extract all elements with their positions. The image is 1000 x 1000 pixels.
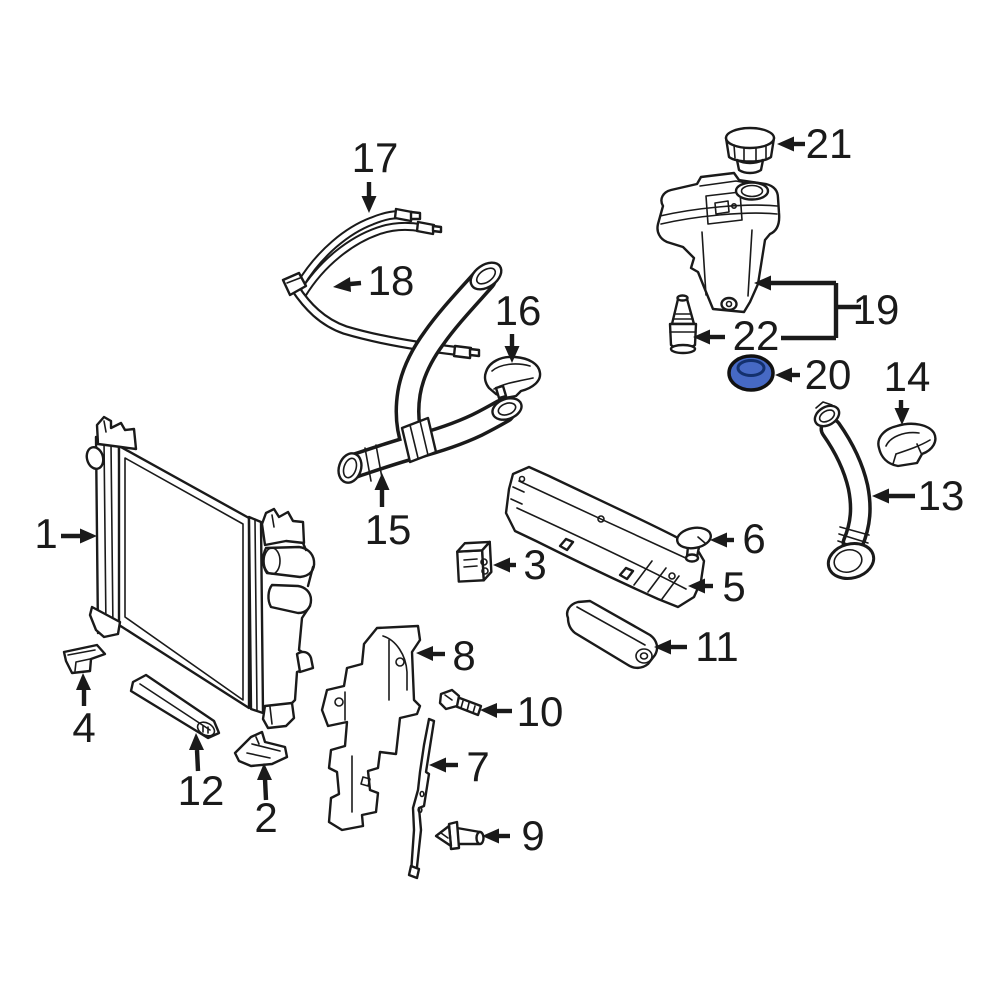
callout-10[interactable]: 10 bbox=[517, 688, 564, 735]
callout-1[interactable]: 1 bbox=[34, 510, 57, 557]
callout-18-arrow bbox=[333, 277, 362, 292]
callout-13-arrow bbox=[872, 488, 915, 504]
callout-9[interactable]: 9 bbox=[521, 812, 544, 859]
callout-6[interactable]: 6 bbox=[742, 515, 765, 562]
callout-11-arrow bbox=[654, 639, 687, 655]
callout-3-arrow bbox=[493, 557, 516, 573]
part-lower-seal bbox=[129, 673, 221, 740]
callout-21-arrow bbox=[777, 136, 805, 152]
callout-7[interactable]: 7 bbox=[466, 743, 489, 790]
callout-16[interactable]: 16 bbox=[495, 287, 542, 334]
callout-22[interactable]: 22 bbox=[733, 312, 780, 359]
callout-12[interactable]: 12 bbox=[178, 767, 225, 814]
part-seal-strip bbox=[407, 717, 436, 880]
callout-15-arrow bbox=[374, 473, 390, 507]
grommet-inner bbox=[736, 359, 766, 377]
callout-7-arrow bbox=[429, 757, 458, 773]
part-vent-lines bbox=[295, 207, 443, 300]
callout-4-arrow bbox=[76, 673, 91, 706]
callout-11[interactable]: 11 bbox=[695, 623, 739, 670]
callout-6-arrow bbox=[710, 532, 734, 548]
callout-2-arrow bbox=[257, 763, 272, 801]
part-push-rivet bbox=[434, 820, 485, 851]
callout-4[interactable]: 4 bbox=[72, 704, 95, 751]
part-expansion-tank bbox=[656, 171, 781, 314]
callout-8-arrow bbox=[416, 646, 445, 661]
part-hose-connector bbox=[877, 422, 937, 468]
callout-5-arrow bbox=[688, 578, 713, 594]
callout-19-bracket bbox=[754, 275, 861, 341]
callout-19[interactable]: 19 bbox=[853, 286, 900, 333]
callout-17-arrow bbox=[361, 182, 377, 213]
callout-14-arrow bbox=[894, 400, 910, 425]
callout-5[interactable]: 5 bbox=[722, 563, 745, 610]
callout-14[interactable]: 14 bbox=[884, 353, 931, 400]
callout-21[interactable]: 21 bbox=[806, 120, 853, 167]
part-thermostat-cover bbox=[483, 355, 542, 400]
callout-10-arrow bbox=[480, 703, 512, 718]
callout-8[interactable]: 8 bbox=[452, 632, 475, 679]
part-retainer-clip bbox=[675, 526, 713, 563]
callout-labels: 1 2 3 4 5 6 7 8 9 10 11 12 13 14 15 16 1… bbox=[34, 120, 964, 859]
part-bolt bbox=[438, 688, 483, 717]
callout-2[interactable]: 2 bbox=[254, 794, 277, 841]
part-reservoir-cap bbox=[724, 126, 776, 175]
callout-17[interactable]: 17 bbox=[352, 134, 399, 181]
callout-16-arrow bbox=[504, 334, 520, 363]
part-mount-bracket bbox=[233, 730, 289, 768]
callout-22-arrow bbox=[693, 329, 725, 345]
callout-3[interactable]: 3 bbox=[523, 541, 546, 588]
callout-9-arrow bbox=[482, 828, 510, 844]
part-radiator-mount bbox=[62, 643, 107, 675]
callout-arrows bbox=[61, 136, 915, 844]
part-air-guide bbox=[565, 599, 659, 670]
callout-18[interactable]: 18 bbox=[368, 257, 415, 304]
callout-13[interactable]: 13 bbox=[918, 472, 965, 519]
part-radiator-hose bbox=[337, 261, 523, 484]
callout-15[interactable]: 15 bbox=[365, 506, 412, 553]
part-radiator bbox=[85, 415, 316, 730]
part-grommet-highlighted[interactable] bbox=[727, 354, 775, 392]
part-lower-hose bbox=[813, 401, 876, 580]
part-side-baffle bbox=[320, 624, 422, 832]
callout-20[interactable]: 20 bbox=[805, 351, 852, 398]
part-bleeder-valve bbox=[668, 294, 698, 355]
callout-1-arrow bbox=[61, 528, 97, 544]
part-bracket-block bbox=[456, 540, 493, 583]
callout-12-arrow bbox=[189, 733, 204, 772]
callout-20-arrow bbox=[775, 367, 800, 383]
part-sight-shield bbox=[504, 465, 706, 609]
